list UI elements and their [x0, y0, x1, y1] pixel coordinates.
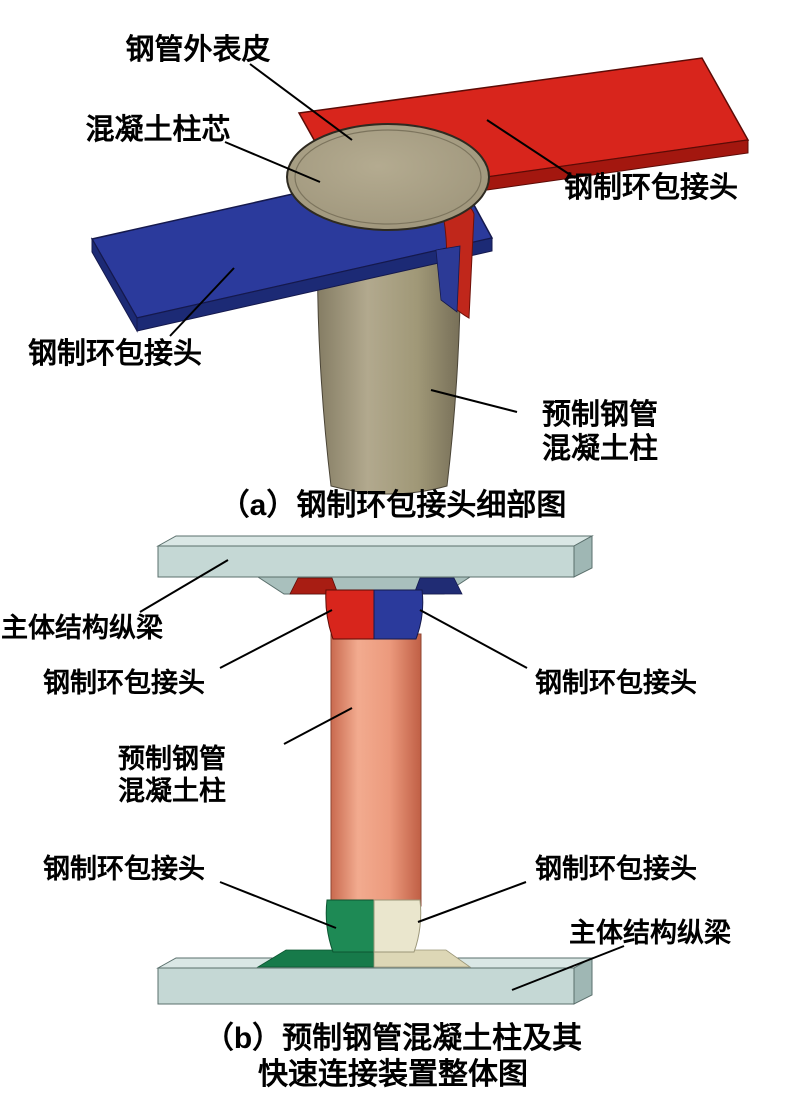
blue-joint-plate-front-edge [136, 237, 493, 332]
bottom-collar-cream-half [373, 899, 422, 953]
column-a-body [317, 237, 461, 495]
bottom-cream-base [373, 949, 472, 968]
top-collar-blue-half [373, 589, 424, 640]
leader-lines [139, 63, 625, 991]
label-joint-left-a: 钢制环包接头 [28, 336, 202, 370]
leader-joint-top-right-b [419, 609, 528, 669]
concrete-core-circle [286, 123, 490, 231]
leader-joint-bottom-left-b [219, 881, 337, 929]
steel-tube-skin-ring [294, 129, 482, 225]
label-column-a-line1: 预制钢管 [542, 397, 658, 431]
label-joint-right-a: 钢制环包接头 [564, 170, 738, 204]
leader-column-a [430, 389, 518, 413]
label-joint-top-left-b: 钢制环包接头 [43, 667, 205, 698]
label-top-beam: 主体结构纵梁 [1, 613, 163, 643]
bottom-beam-front-face [157, 967, 575, 1005]
leader-joint-left-a [169, 267, 235, 337]
leader-column-b [283, 707, 353, 745]
caption-b-line1: （b）预制钢管混凝土柱及其 [204, 1021, 582, 1055]
label-tube-skin: 钢管外表皮 [125, 32, 270, 66]
bottom-green-base [256, 949, 375, 968]
label-joint-top-right-b: 钢制环包接头 [535, 667, 697, 698]
leader-top-beam [139, 559, 229, 613]
top-beam-end-face [573, 535, 593, 578]
caption-a: （a）钢制环包接头细部图 [220, 488, 567, 522]
leader-tube-skin [249, 63, 353, 141]
label-concrete-core: 混凝土柱芯 [85, 113, 230, 146]
label-column-b-line2: 混凝土柱 [118, 776, 226, 806]
leader-concrete-core [224, 141, 321, 183]
top-blue-wing [413, 577, 463, 595]
label-column-b-line1: 预制钢管 [118, 744, 226, 774]
leader-joint-right-a [486, 119, 576, 179]
label-bottom-beam: 主体结构纵梁 [569, 918, 731, 948]
column-b-body [330, 633, 422, 907]
label-column-a-line2: 混凝土柱 [542, 432, 658, 465]
bottom-collar-green-half [325, 899, 375, 953]
leader-bottom-beam [511, 945, 625, 991]
label-joint-bottom-right-b: 钢制环包接头 [535, 853, 697, 884]
caption-b-line2: 快速连接装置整体图 [258, 1058, 528, 1091]
blue-collar-sliver [435, 245, 461, 313]
label-joint-bottom-left-b: 钢制环包接头 [43, 853, 205, 884]
leader-joint-bottom-right-b [417, 881, 527, 923]
top-beam-front-face [157, 545, 575, 578]
top-beam-top-face [156, 535, 594, 547]
top-collar-red-half [325, 589, 375, 640]
leader-joint-top-left-b [219, 609, 333, 669]
